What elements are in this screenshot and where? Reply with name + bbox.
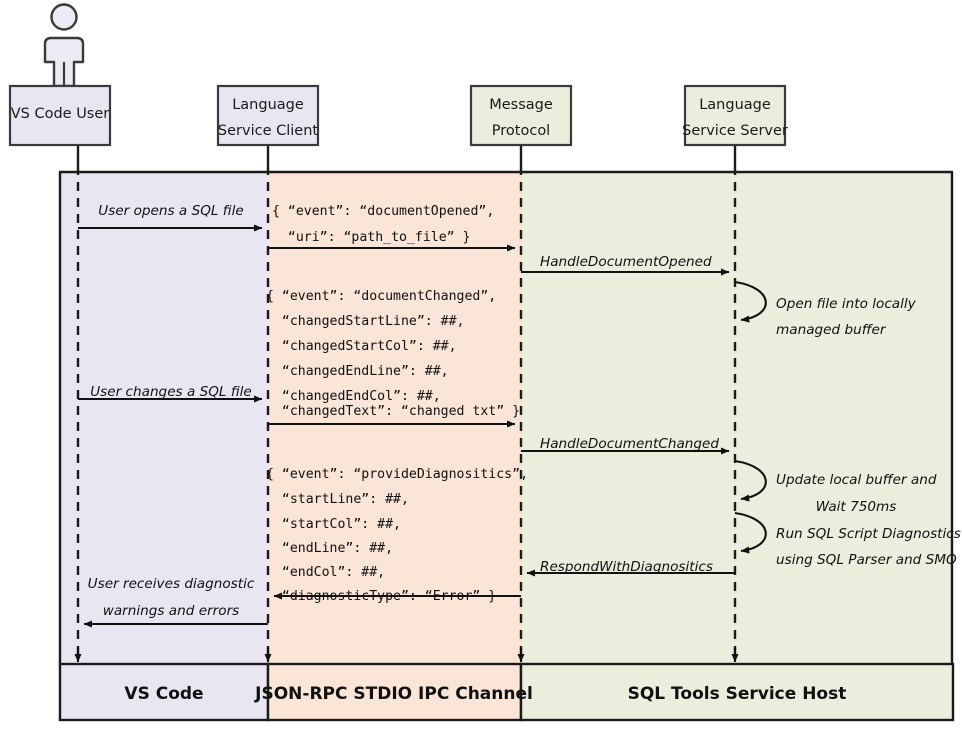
self-action-update-buffer-line1: Update local buffer and [776, 472, 937, 488]
self-action-labels: Open file into locally managed buffer Up… [776, 296, 961, 568]
self-action-open-file-line2: managed buffer [776, 322, 887, 338]
band-ipc [268, 172, 521, 663]
payload-provide-diagnostics: { “event”: “provideDiagnositics”, “start… [266, 467, 528, 604]
actor-figure [43, 3, 85, 88]
self-action-run-diagnostics-line2: using SQL Parser and SMO [776, 552, 957, 568]
self-action-update-buffer-line2: Wait 750ms [816, 499, 897, 515]
payload-provide-diagnostics-line-5: “diagnosticType”: “Error” } [266, 589, 496, 604]
payload-document-changed-line-0: { “event”: “documentChanged”, [266, 289, 496, 304]
message-labels: User opens a SQL file User changes a SQL… [88, 203, 720, 619]
payload-provide-diagnostics-line-1: “startLine”: ##, [266, 492, 409, 507]
label-user-opens: User opens a SQL file [98, 203, 243, 219]
footer-bar: VS Code JSON-RPC STDIO IPC Channel SQL T… [58, 662, 955, 722]
label-handle-document-changed: HandleDocumentChanged [540, 436, 719, 452]
footer-label-sql-tools: SQL Tools Service Host [628, 684, 847, 704]
payload-document-changed-line-3: “changedEndLine”: ##, [266, 364, 449, 379]
participant-boxes[interactable] [8, 84, 787, 147]
footer-cell-sql-tools[interactable] [519, 662, 955, 722]
participant-label-protocol-line2: Protocol [492, 123, 550, 139]
self-action-run-diagnostics-line1: Run SQL Script Diagnostics [776, 526, 961, 542]
footer-label-vs-code: VS Code [124, 684, 203, 704]
participant-box-protocol[interactable] [469, 84, 573, 147]
participant-label-server-line1: Language [699, 97, 771, 113]
payload-document-opened-line-1: “uri”: “path_to_file” } [272, 230, 471, 245]
participant-labels: VS Code User Language Service Client Mes… [11, 97, 788, 139]
footer-cell-json-rpc[interactable] [266, 662, 523, 722]
self-loop-run-diagnostics [734, 511, 767, 554]
participant-box-client[interactable] [216, 84, 320, 147]
label-user-changes: User changes a SQL file [90, 384, 252, 400]
participant-box-vscode-user[interactable] [8, 84, 112, 147]
participant-label-client-line2: Service Client [218, 123, 318, 139]
self-action-open-file-line1: Open file into locally [776, 296, 917, 312]
payload-provide-diagnostics-line-4: “endCol”: ##, [266, 565, 385, 580]
payload-document-changed-line-5: “changedText”: “changed txt” } [266, 404, 520, 419]
payload-document-changed-line-2: “changedStartCol”: ##, [266, 339, 457, 354]
label-handle-document-opened: HandleDocumentOpened [540, 254, 712, 270]
participant-label-protocol-line1: Message [489, 97, 553, 113]
self-loop-update-buffer [734, 459, 767, 502]
band-vscode [60, 172, 268, 663]
self-loop-open-file [734, 280, 767, 323]
payload-provide-diagnostics-line-3: “endLine”: ##, [266, 541, 393, 556]
label-user-receives-line1: User receives diagnostic [88, 576, 255, 592]
band-service-host [521, 172, 953, 663]
payload-document-opened: { “event”: “documentOpened”, “uri”: “pat… [272, 204, 494, 245]
footer-label-json-rpc: JSON-RPC STDIO IPC Channel [254, 684, 533, 704]
participant-label-server-line2: Service Server [682, 123, 788, 139]
swimlane-bands [58, 170, 954, 663]
participant-box-server[interactable] [683, 84, 787, 147]
participant-label-client-line1: Language [232, 97, 304, 113]
message-arrows [78, 224, 735, 628]
self-loop-arrows [734, 280, 767, 554]
payload-provide-diagnostics-line-2: “startCol”: ##, [266, 517, 401, 532]
footer-cell-vs-code[interactable] [58, 662, 270, 722]
label-user-receives-line2: warnings and errors [103, 603, 240, 619]
participant-label-vscode-user: VS Code User [11, 106, 110, 122]
payload-document-changed-line-4: “changedEndCol”: ##, [266, 389, 441, 404]
payload-document-changed-line-1: “changedStartLine”: ##, [266, 314, 465, 329]
payload-document-opened-line-0: { “event”: “documentOpened”, [272, 204, 494, 219]
label-respond-with-diagnostics: RespondWithDiagnositics [540, 559, 713, 575]
payload-provide-diagnostics-line-0: { “event”: “provideDiagnositics”, [266, 467, 528, 482]
payload-document-changed: { “event”: “documentChanged”, “changedSt… [266, 289, 520, 419]
